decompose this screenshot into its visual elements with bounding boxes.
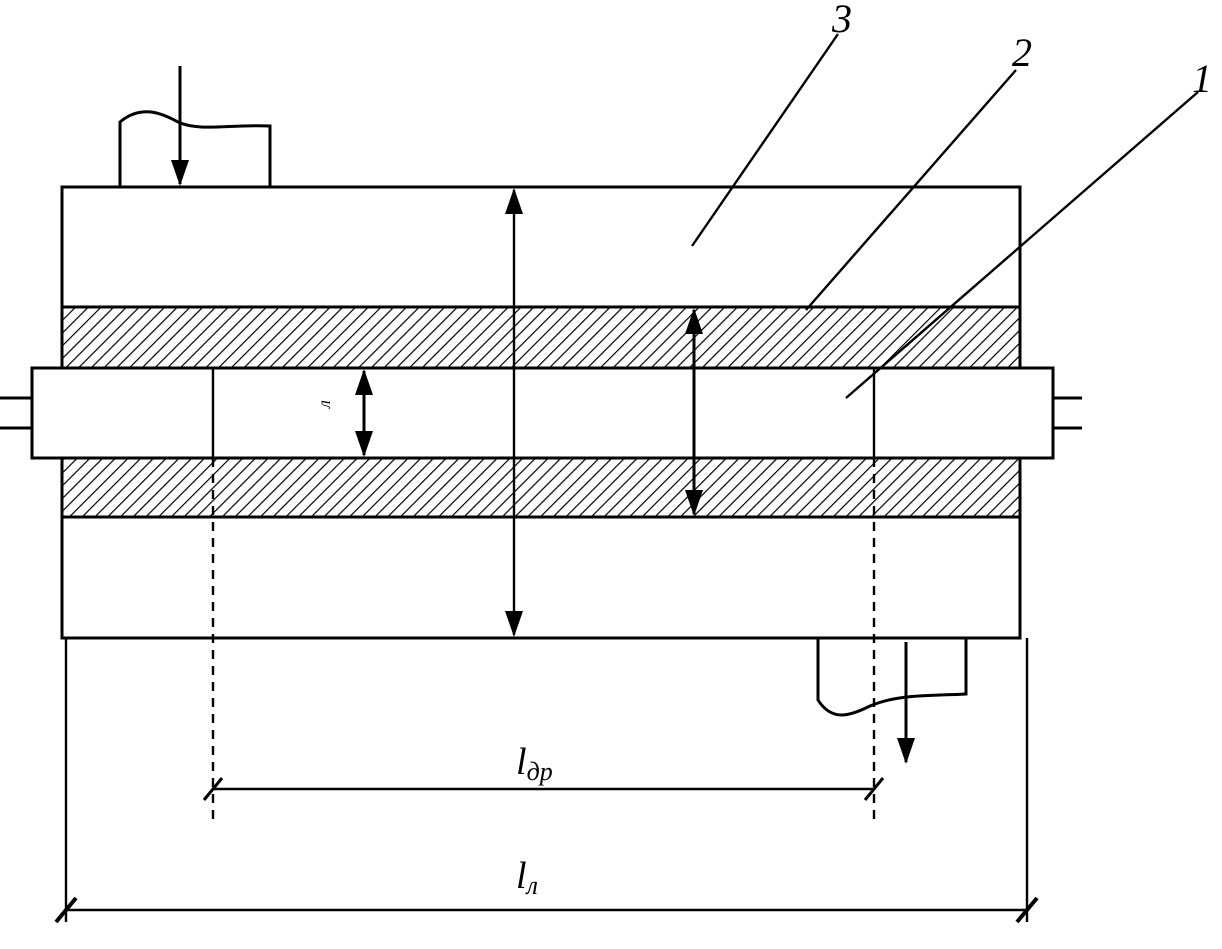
ldr-label-main: l — [516, 741, 527, 783]
inner-diameter-mark: л — [314, 400, 334, 409]
effective-zone-extension-lines — [211, 458, 876, 820]
effective-zone-boundaries — [211, 368, 876, 458]
central-tube — [30, 366, 1055, 460]
inlet-pipe — [118, 110, 272, 187]
tube-left-terminals — [0, 396, 32, 430]
callout-label-2: 2 — [1012, 30, 1032, 75]
overall-length-extension-lines — [64, 638, 1029, 922]
callout-leaders — [691, 33, 1199, 399]
tube-right-terminals — [1053, 396, 1082, 430]
ll-label: lл — [516, 855, 538, 900]
outlet-pipe — [816, 638, 968, 717]
ll-ticks — [54, 896, 1039, 924]
ll-label-main: l — [516, 855, 527, 897]
hatched-layer-top — [60, 305, 1022, 370]
ldr-label-sub: др — [527, 757, 553, 786]
hatched-layer-bottom — [60, 456, 1022, 519]
callout-label-1: 1 — [1192, 56, 1212, 101]
callout-label-3: 3 — [831, 0, 852, 41]
ll-label-sub: л — [525, 871, 538, 900]
ldr-label: lдр — [516, 741, 553, 786]
ldr-ticks — [202, 777, 885, 801]
